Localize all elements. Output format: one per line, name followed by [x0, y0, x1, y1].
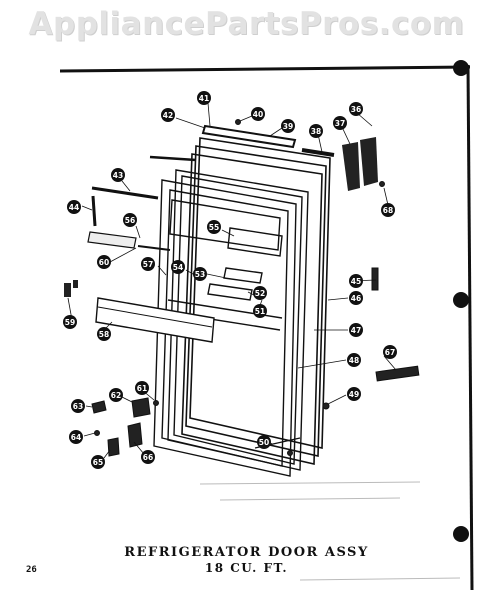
svg-text:60: 60	[99, 258, 109, 267]
binder-hole-top	[453, 60, 469, 76]
top-door-trim	[149, 124, 335, 162]
callout-42: 42	[161, 108, 175, 122]
callout-53: 53	[193, 267, 207, 281]
callout-43: 43	[111, 168, 125, 182]
svg-text:48: 48	[349, 356, 359, 365]
svg-text:43: 43	[113, 171, 123, 180]
callout-44: 44	[67, 200, 81, 214]
callout-56: 56	[123, 213, 137, 227]
callout-59: 59	[63, 315, 77, 329]
callout-57: 57	[141, 257, 155, 271]
svg-text:50: 50	[259, 438, 269, 447]
callout-65: 65	[91, 455, 105, 469]
svg-text:59: 59	[65, 318, 75, 327]
callout-48: 48	[347, 353, 361, 367]
callout-61: 61	[135, 381, 149, 395]
bottom-hinge-parts	[91, 397, 301, 457]
callout-39: 39	[281, 119, 295, 133]
top-hinge-bracket	[342, 137, 378, 191]
page-frame	[59, 64, 474, 591]
right-side-parts	[235, 119, 420, 410]
svg-text:42: 42	[163, 111, 173, 120]
svg-text:57: 57	[143, 260, 153, 269]
svg-text:67: 67	[385, 348, 395, 357]
binder-hole-bottom	[453, 526, 469, 542]
page-number: 26	[26, 565, 37, 575]
diagram-subtitle: 18 CU. FT.	[204, 561, 289, 575]
svg-text:41: 41	[199, 94, 209, 103]
callout-37: 37	[333, 116, 347, 130]
svg-text:65: 65	[93, 458, 103, 467]
svg-text:53: 53	[195, 270, 205, 279]
svg-text:37: 37	[335, 119, 345, 128]
watermark: AppliancePartsPros.com	[28, 6, 465, 42]
callout-38: 38	[309, 124, 323, 138]
door-stop-clip	[64, 280, 78, 297]
svg-text:44: 44	[69, 203, 79, 212]
callout-47: 47	[349, 323, 363, 337]
svg-text:56: 56	[125, 216, 135, 225]
svg-text:63: 63	[73, 402, 83, 411]
callout-51: 51	[253, 304, 267, 318]
diagram-title: REFRIGERATOR DOOR ASSY	[124, 545, 369, 560]
callout-49: 49	[347, 387, 361, 401]
svg-text:46: 46	[351, 294, 361, 303]
dairy-compartment	[207, 227, 283, 301]
svg-text:36: 36	[351, 105, 361, 114]
callout-60: 60	[97, 255, 111, 269]
svg-text:47: 47	[351, 326, 361, 335]
svg-text:40: 40	[253, 110, 263, 119]
svg-text:66: 66	[143, 453, 153, 462]
callout-41: 41	[197, 91, 211, 105]
svg-text:39: 39	[283, 122, 293, 131]
svg-text:55: 55	[209, 223, 219, 232]
callout-55: 55	[207, 220, 221, 234]
callout-52: 52	[253, 286, 267, 300]
callout-68: 68	[381, 203, 395, 217]
door-gasket	[167, 169, 309, 471]
svg-text:49: 49	[349, 390, 359, 399]
svg-text:64: 64	[71, 433, 81, 442]
svg-text:54: 54	[173, 263, 183, 272]
svg-text:51: 51	[255, 307, 265, 316]
callout-54: 54	[171, 260, 185, 274]
callout-46: 46	[349, 291, 363, 305]
callout-64: 64	[69, 430, 83, 444]
svg-text:52: 52	[255, 289, 265, 298]
callout-67: 67	[383, 345, 397, 359]
callout-45: 45	[349, 274, 363, 288]
callout-62: 62	[109, 388, 123, 402]
svg-text:58: 58	[99, 330, 109, 339]
svg-text:61: 61	[137, 384, 147, 393]
callout-66: 66	[141, 450, 155, 464]
binder-hole-middle	[453, 292, 469, 308]
svg-text:68: 68	[383, 206, 393, 215]
door-shelf-bars	[87, 186, 215, 343]
callout-40: 40	[251, 107, 265, 121]
scan-smudges	[199, 481, 461, 581]
callout-50: 50	[257, 435, 271, 449]
svg-text:38: 38	[311, 127, 321, 136]
svg-text:62: 62	[111, 391, 121, 400]
svg-text:45: 45	[351, 277, 361, 286]
callout-58: 58	[97, 327, 111, 341]
callout-63: 63	[71, 399, 85, 413]
callout-36: 36	[349, 102, 363, 116]
